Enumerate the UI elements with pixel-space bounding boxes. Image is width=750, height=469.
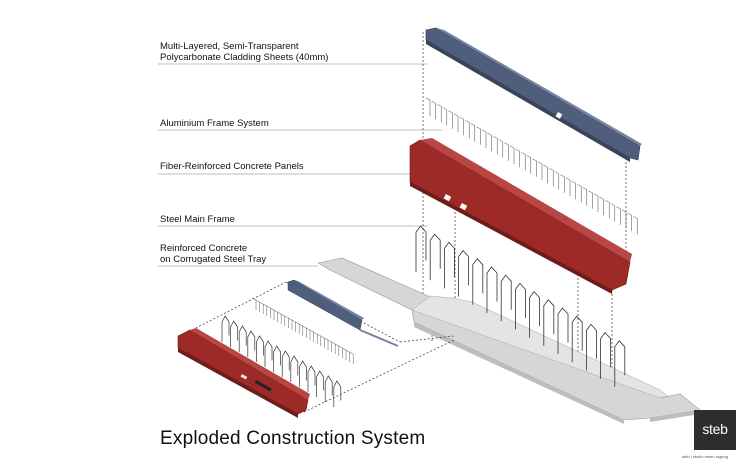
steel-frame-rib	[472, 258, 484, 305]
steel-frame-rib	[247, 330, 256, 357]
logo-caption: steb | studio ersen tugbug	[682, 454, 728, 459]
leader-lines	[158, 63, 460, 267]
steel-frame-rib	[281, 350, 290, 377]
steel-frame-rib	[486, 266, 498, 313]
aluminium-rib	[465, 120, 470, 139]
steel-frame-detail	[221, 315, 342, 407]
aluminium-rib	[431, 100, 436, 120]
steel-frame-rib	[515, 282, 526, 330]
logo-text: steb	[702, 421, 728, 437]
aluminium-rib	[437, 104, 442, 123]
aluminium-rib	[498, 139, 504, 158]
aluminium-rib	[532, 158, 537, 177]
aluminium-rib	[554, 171, 560, 190]
label-concrete-panels: Fiber-Reinforced Concrete Panels	[160, 161, 304, 172]
aluminium-rib	[476, 126, 481, 145]
label-steel-frame: Steel Main Frame	[160, 214, 235, 225]
aluminium-rib	[425, 97, 431, 116]
aluminium-rib	[453, 113, 459, 132]
steel-frame-rib	[264, 340, 273, 367]
aluminium-rib	[577, 184, 582, 203]
concrete-slab	[317, 257, 701, 424]
steel-frame-rib	[458, 249, 469, 297]
steel-frame-rib	[230, 320, 238, 347]
aluminium-rib	[349, 351, 354, 364]
aluminium-rib	[605, 200, 610, 219]
aluminium-rib	[549, 168, 554, 187]
steel-frame-rib	[571, 315, 583, 363]
concrete-panel-detail	[177, 328, 310, 418]
aluminium-rib	[633, 216, 638, 235]
steel-frame-rib	[614, 340, 626, 387]
cladding-sheet-detail	[287, 279, 399, 347]
steel-frame-rib	[429, 233, 441, 281]
aluminium-rib	[610, 203, 616, 222]
aluminium-rib	[593, 193, 599, 212]
aluminium-rib	[526, 155, 532, 174]
aluminium-rib	[537, 161, 543, 180]
aluminium-rib	[588, 190, 593, 209]
steel-frame-rib	[316, 370, 324, 397]
steel-frame-rib	[333, 380, 342, 407]
steel-frame-rib	[444, 241, 455, 289]
aluminium-rib	[504, 142, 509, 161]
aluminium-rib	[560, 174, 565, 193]
cladding-sheet-large	[425, 27, 642, 162]
concrete-panel-large	[409, 138, 632, 294]
aluminium-rib	[621, 209, 627, 228]
aluminium-rib	[627, 212, 632, 232]
aluminium-rib	[521, 152, 526, 171]
steel-frame-rib	[543, 299, 555, 346]
steel-frame-rib	[415, 225, 427, 272]
steel-frame-rib	[586, 323, 597, 371]
aluminium-rib	[481, 129, 487, 148]
steel-frame-rib	[299, 360, 307, 387]
diagram-title: Exploded Construction System	[160, 428, 426, 449]
label-cladding-sheets: Multi-Layered, Semi-Transparent Polycarb…	[160, 41, 329, 63]
label-concrete-tray: Reinforced Concrete on Corrugated Steel …	[160, 243, 267, 265]
label-aluminium-frame: Aluminium Frame System	[160, 118, 269, 129]
aluminium-rib	[442, 107, 448, 126]
aluminium-rib	[571, 180, 576, 200]
aluminium-rib	[470, 123, 476, 142]
aluminium-rib	[493, 136, 498, 155]
steel-frame-rib	[221, 315, 230, 342]
aluminium-rib	[487, 132, 492, 152]
steel-frame-rib	[529, 290, 540, 338]
steel-frame-rib	[557, 307, 569, 354]
steel-frame-rib	[290, 355, 299, 382]
steel-main-frame	[415, 225, 626, 387]
aluminium-rib	[565, 177, 571, 196]
aluminium-rib	[509, 145, 515, 164]
aluminium-rib	[616, 206, 621, 225]
steel-frame-rib	[307, 365, 316, 392]
aluminium-rib	[515, 148, 520, 168]
aluminium-rib	[582, 187, 588, 206]
aluminium-rib	[543, 164, 548, 184]
aluminium-frame-detail	[251, 297, 354, 364]
steel-frame-rib	[238, 325, 247, 352]
aluminium-rib	[599, 196, 604, 216]
studio-logo: steb	[694, 410, 736, 450]
aluminium-rib	[459, 116, 464, 136]
aluminium-rib	[251, 297, 257, 310]
steel-frame-rib	[256, 335, 264, 362]
steel-frame-rib	[600, 331, 611, 379]
steel-frame-rib	[273, 345, 281, 372]
aluminium-rib	[448, 110, 453, 129]
aluminium-frame-large	[425, 97, 638, 235]
steel-frame-rib	[324, 375, 333, 402]
steel-frame-rib	[500, 274, 512, 322]
